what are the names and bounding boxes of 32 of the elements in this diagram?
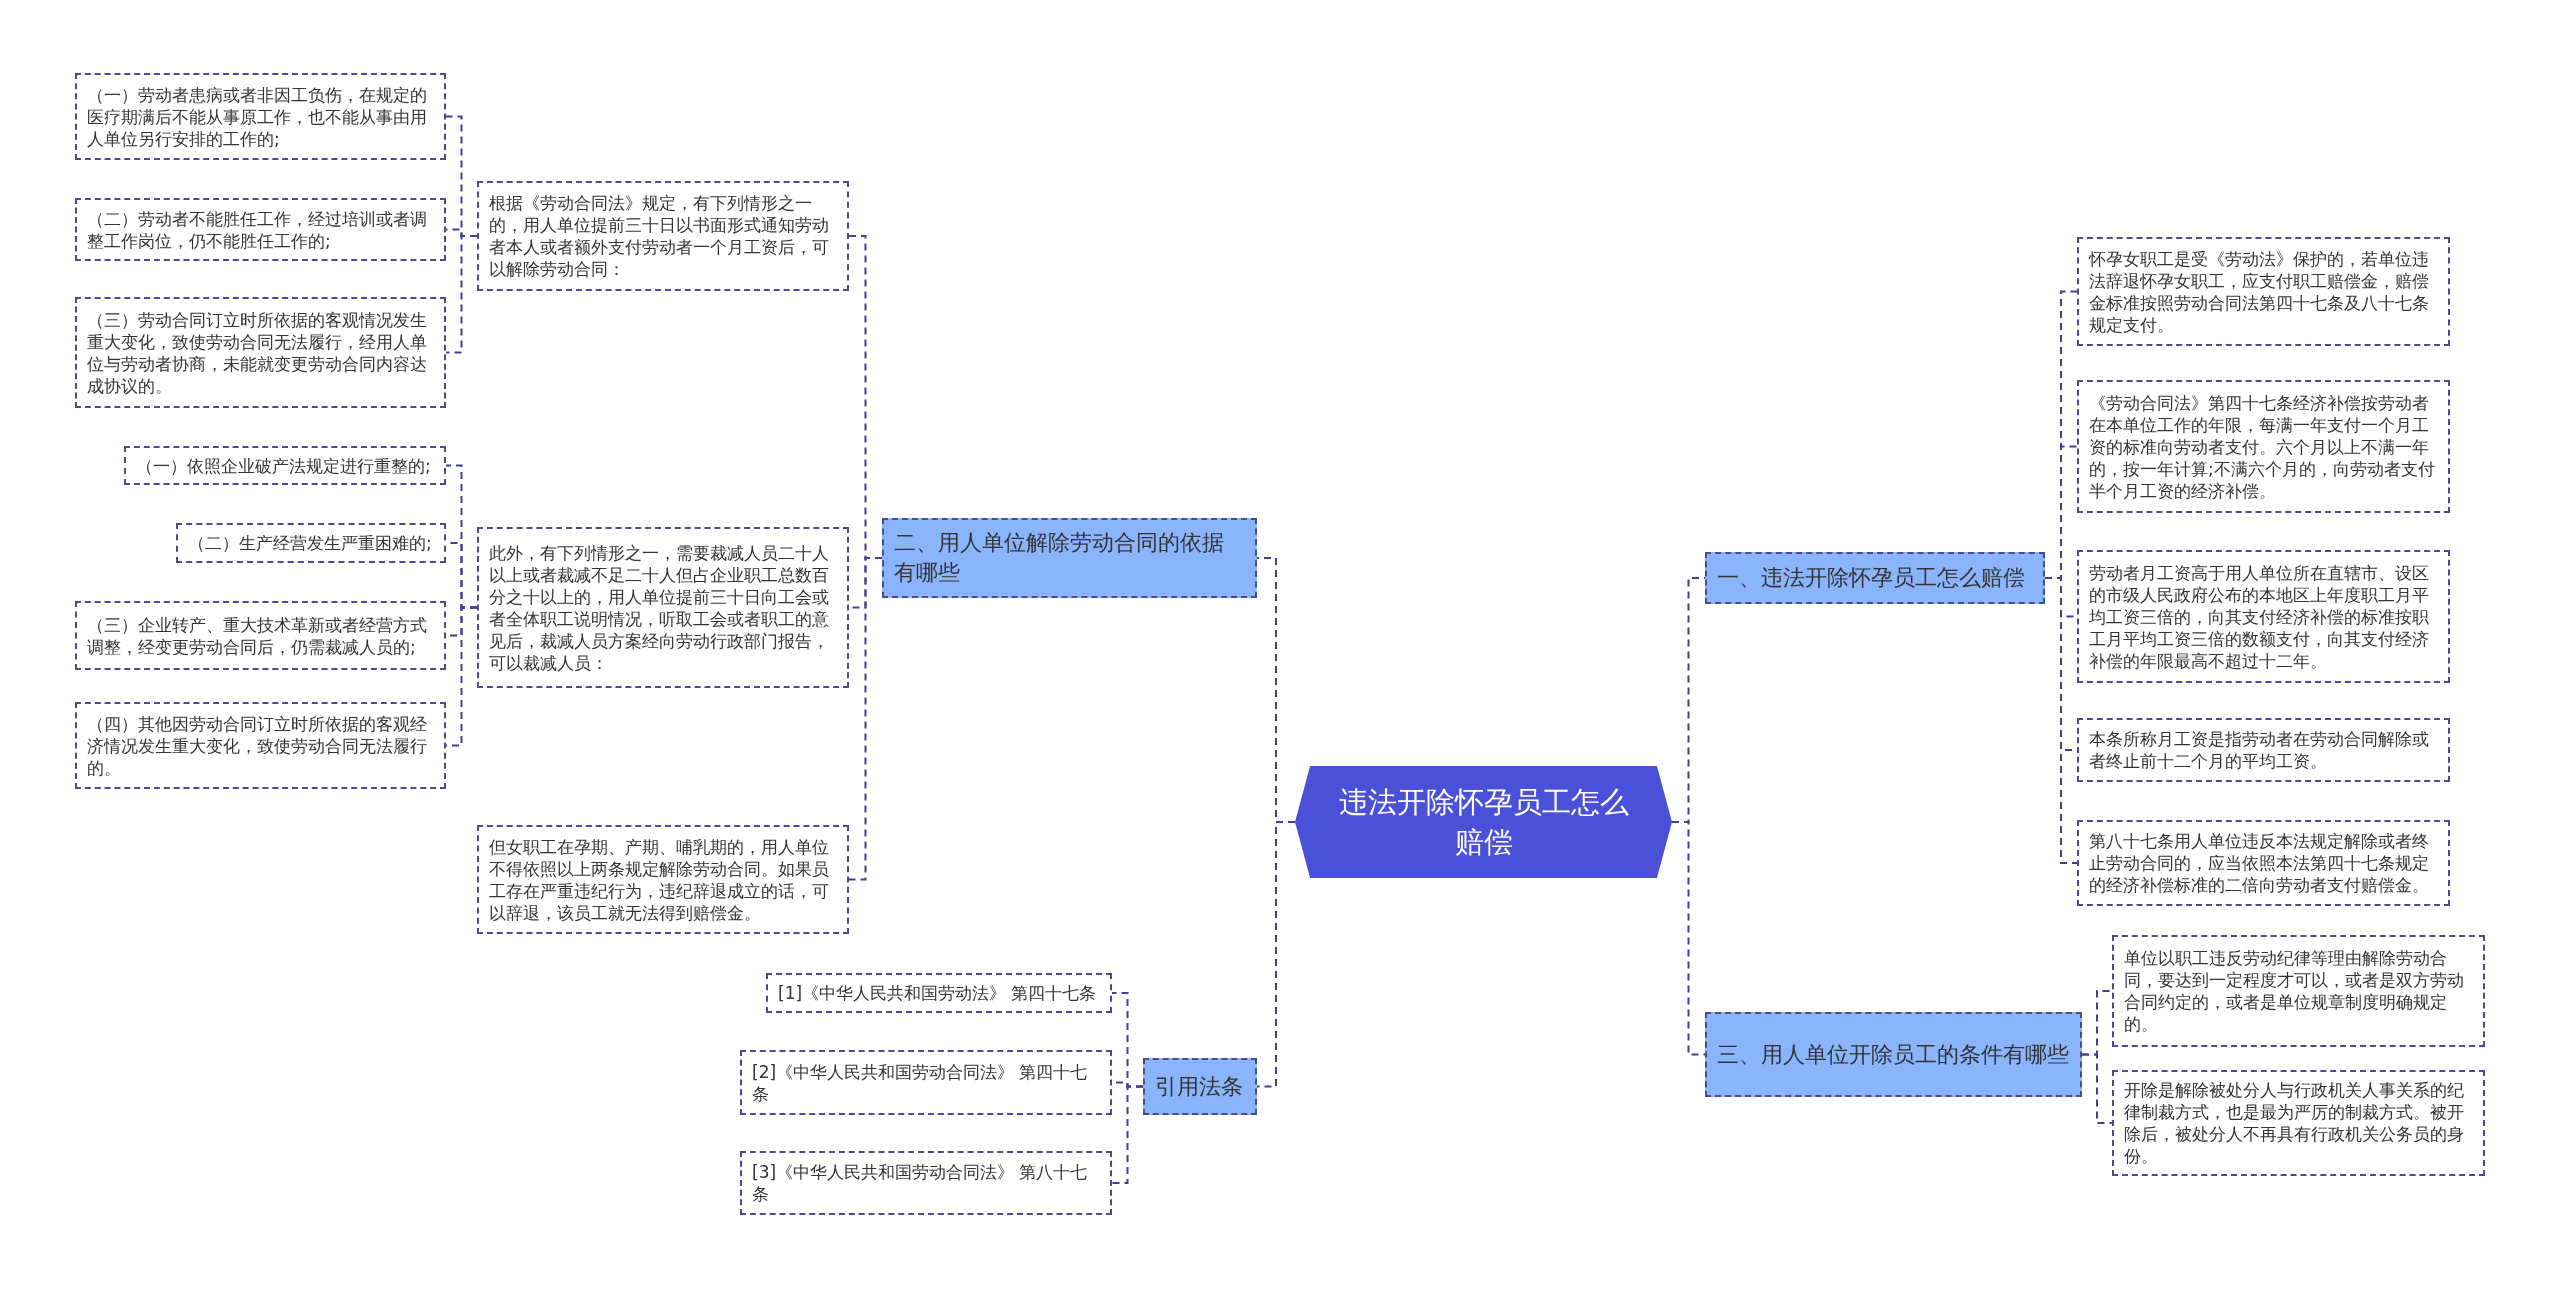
text-box: 根据《劳动合同法》规定，有下列情形之一的，用人单位提前三十日以书面形式通知劳动者本人或者额外支付劳动者一个月工资后，可以解除劳动合同： [477, 181, 849, 291]
text-box: 劳动者月工资高于用人单位所在直辖市、设区的市级人民政府公布的本地区上年度职工月平均工资三倍的，向其支付经济补偿的标准按职工月平均工资三倍的数额支付，向其支付经济补偿的年限最高不超过十二年。 [2077, 550, 2450, 683]
topic-box: 二、用人单位解除劳动合同的依据有哪些 [882, 518, 1257, 598]
central-topic: 违法开除怀孕员工怎么赔偿 [1295, 766, 1672, 878]
connector [2081, 1053, 2113, 1124]
text-box: （三）企业转产、重大技术革新或者经营方式调整，经变更劳动合同后，仍需裁减人员的; [75, 601, 446, 670]
text-box: （二）生产经营发生严重困难的; [176, 523, 446, 563]
topic-box: 三、用人单位开除员工的条件有哪些 [1705, 1012, 2082, 1097]
connector [1256, 821, 1296, 1088]
connector [1111, 1085, 1144, 1184]
text-box: 此外，有下列情形之一，需要裁减人员二十人以上或者裁减不足二十人但占企业职工总数百分之十以上的，用人单位提前三十日向工会或者全体职工说明情况，听取工会或者职工的意见后，裁减人员方案经向劳动行政部门报告，可以裁减人员： [477, 527, 849, 688]
text-box: 本条所称月工资是指劳动者在劳动合同解除或者终止前十二个月的平均工资。 [2077, 718, 2450, 782]
text-box: （一）依照企业破产法规定进行重整的; [124, 446, 446, 485]
text-box: 怀孕女职工是受《劳动法》保护的，若单位违法辞退怀孕女职工，应支付职工赔偿金，赔偿金标准按照劳动合同法第四十七条及八十七条规定支付。 [2077, 237, 2450, 346]
connector [445, 235, 478, 354]
text-box: （三）劳动合同订立时所依据的客观情况发生重大变化，致使劳动合同无法履行，经用人单位与劳动者协商，未能就变更劳动合同内容达成协议的。 [75, 297, 446, 408]
connector [848, 557, 883, 881]
connector [1671, 821, 1706, 1056]
text-box: 开除是解除被处分人与行政机关人事关系的纪律制裁方式，也是最为严厉的制裁方式。被开除后，被处分人不再具有行政机关公务员的身份。 [2112, 1070, 2485, 1176]
text-box: （四）其他因劳动合同订立时所依据的客观经济情况发生重大变化，致使劳动合同无法履行的。 [75, 702, 446, 789]
text-box: （一）劳动者患病或者非因工负伤，在规定的医疗期满后不能从事原工作，也不能从事由用人单位另行安排的工作的; [75, 73, 446, 160]
topic-box: 一、违法开除怀孕员工怎么赔偿 [1705, 552, 2045, 604]
text-box: 但女职工在孕期、产期、哺乳期的，用人单位不得依照以上两条规定解除劳动合同。如果员工存在严重违纪行为，违纪辞退成立的话，可以辞退，该员工就无法得到赔偿金。 [477, 825, 849, 934]
connector [2044, 577, 2078, 864]
text-box: 第八十七条用人单位违反本法规定解除或者终止劳动合同的，应当依照本法第四十七条规定的经济补偿标准的二倍向劳动者支付赔偿金。 [2077, 820, 2450, 906]
text-box: [2]《中华人民共和国劳动合同法》 第四十七条 [740, 1050, 1112, 1115]
text-box: 单位以职工违反劳动纪律等理由解除劳动合同，要达到一定程度才可以，或者是双方劳动合同约定的，或者是单位规章制度明确规定的。 [2112, 935, 2485, 1047]
text-box: （二）劳动者不能胜任工作，经过培训或者调整工作岗位，仍不能胜任工作的; [75, 198, 446, 261]
text-box: [3]《中华人民共和国劳动合同法》 第八十七条 [740, 1151, 1112, 1215]
text-box: [1]《中华人民共和国劳动法》 第四十七条 [766, 973, 1112, 1013]
text-box: 《劳动合同法》第四十七条经济补偿按劳动者在本单位工作的年限，每满一年支付一个月工资的标准向劳动者支付。六个月以上不满一年的，按一年计算;不满六个月的，向劳动者支付半个月工资的经济补偿。 [2077, 380, 2450, 513]
topic-box: 引用法条 [1143, 1058, 1257, 1115]
